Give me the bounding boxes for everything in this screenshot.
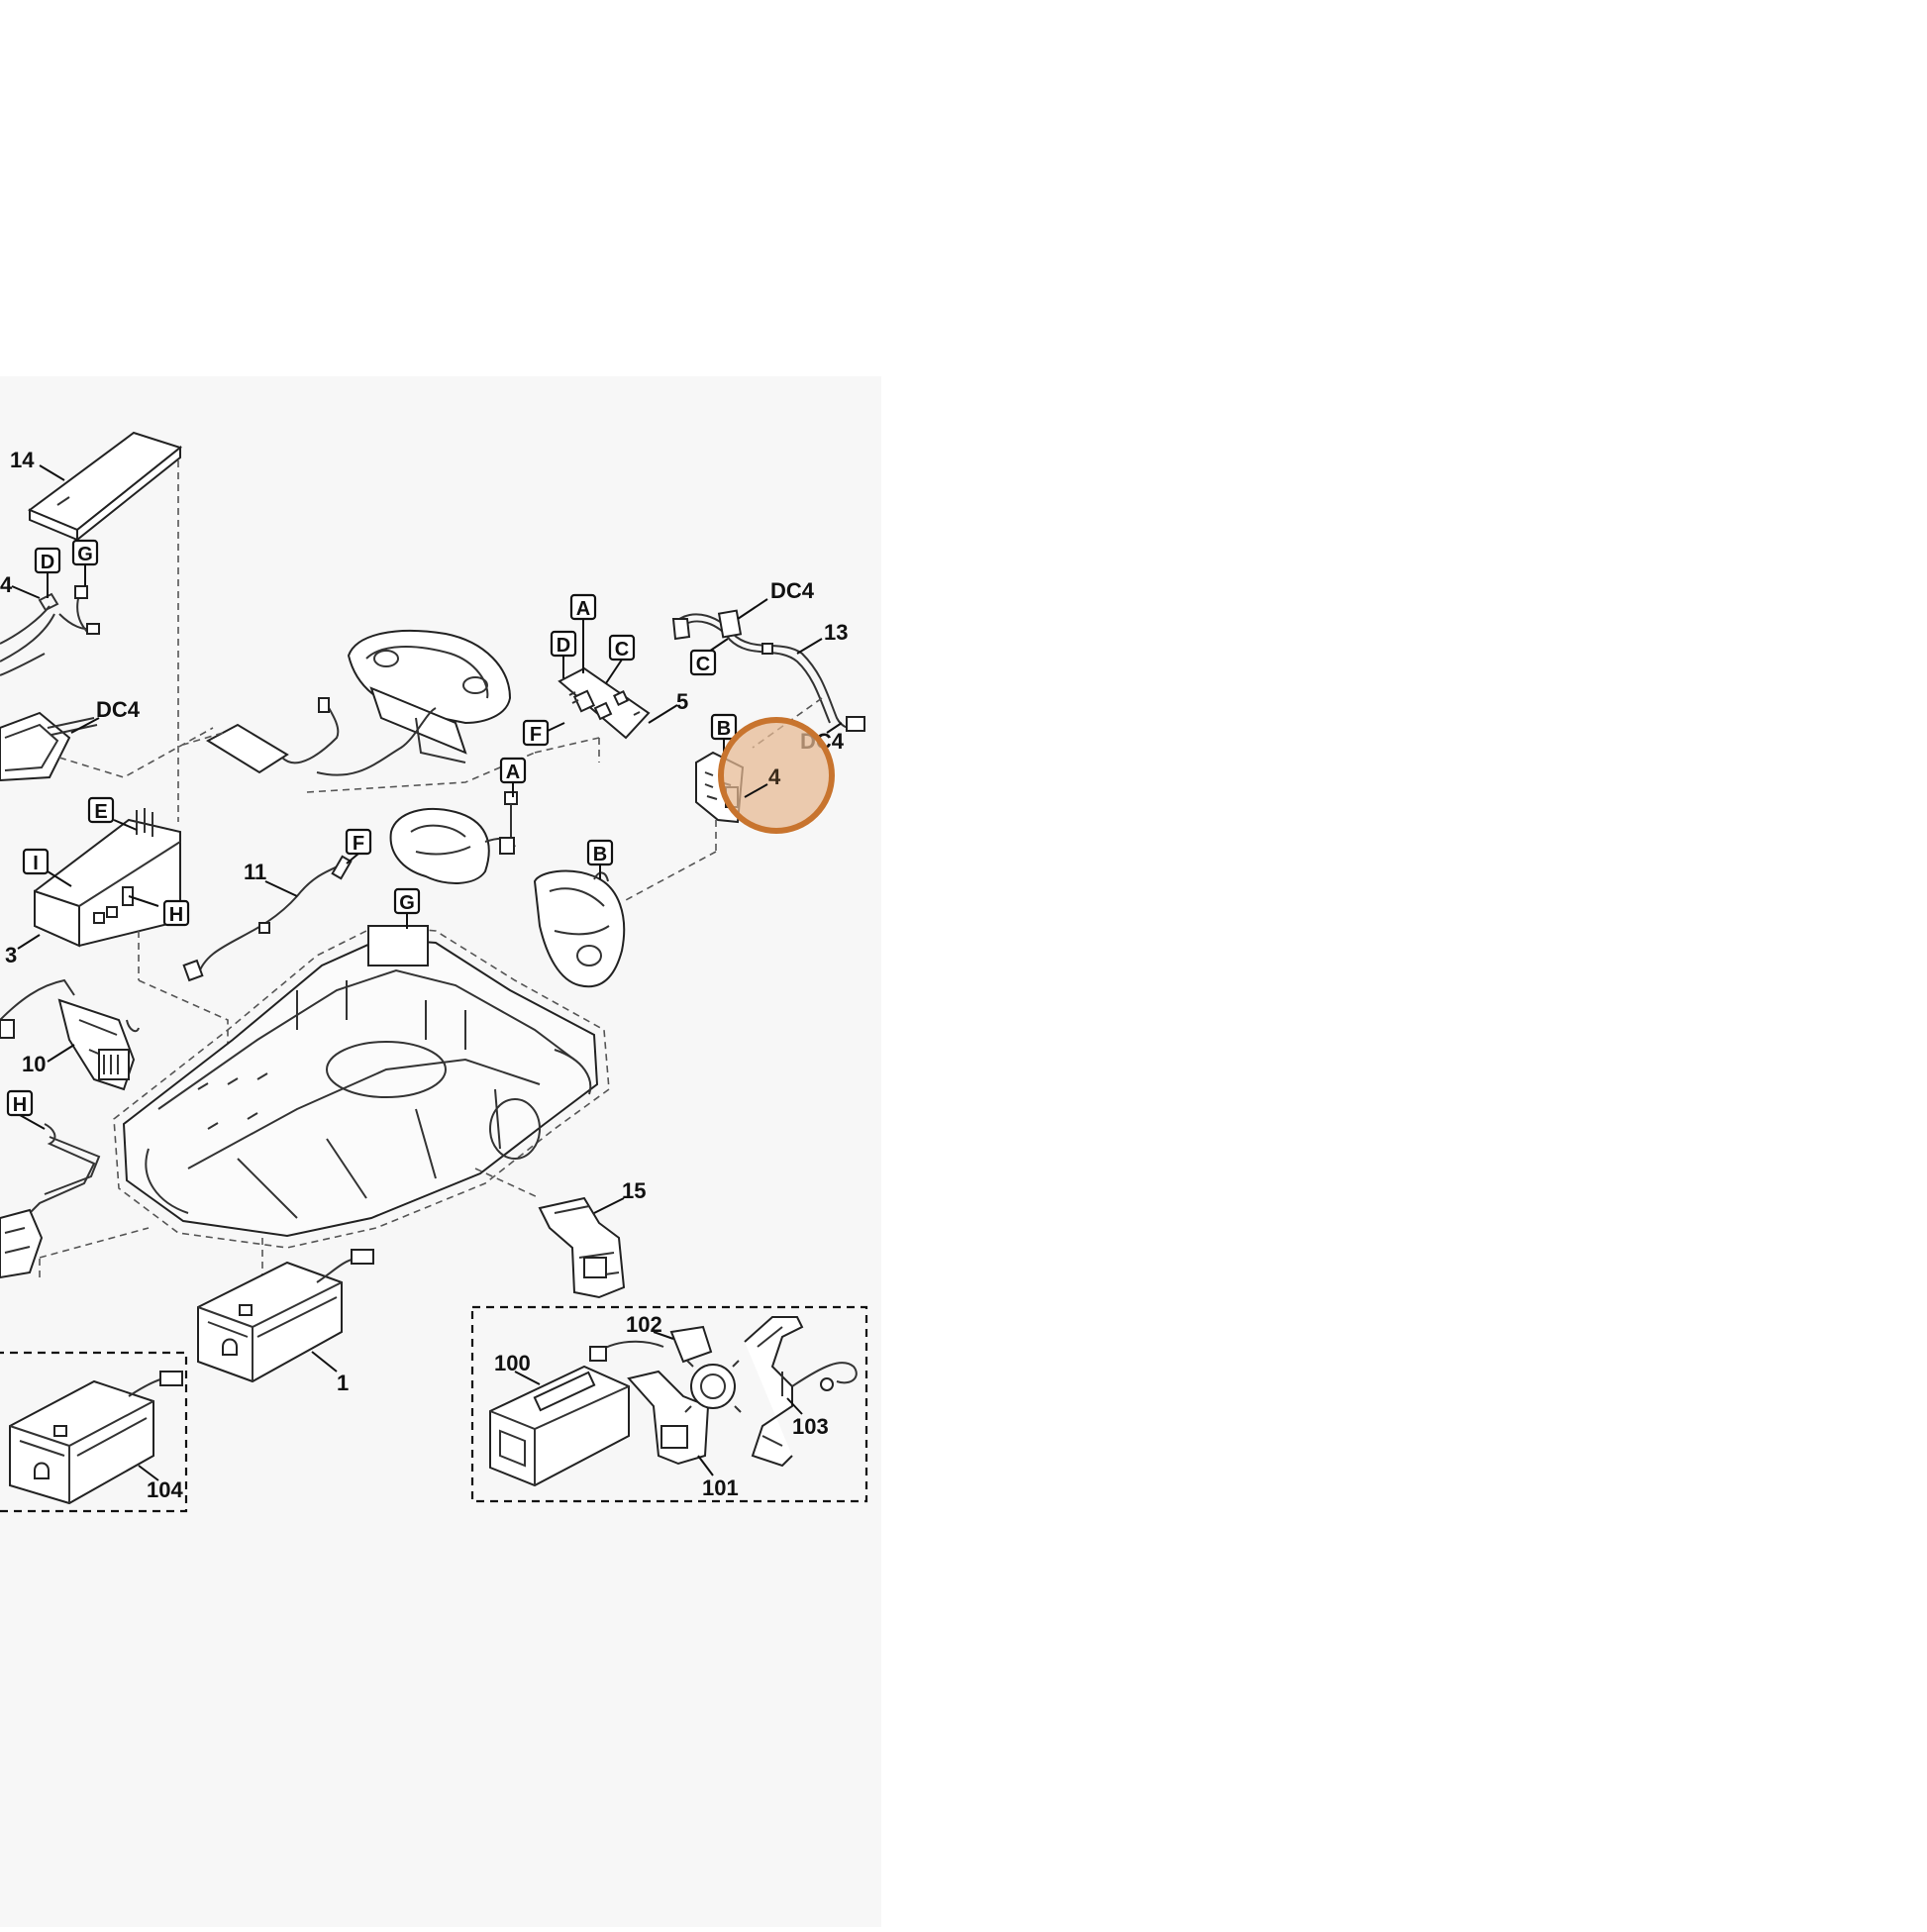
svg-text:B: B — [593, 844, 607, 865]
connector-tag-D-top: D — [550, 630, 577, 658]
callout-103: 103 — [792, 1414, 829, 1439]
svg-text:H: H — [13, 1094, 27, 1116]
part-14-cover — [27, 431, 183, 543]
svg-text:G: G — [77, 544, 93, 565]
svg-text:C: C — [696, 654, 710, 675]
callout-11: 11 — [244, 860, 266, 884]
connector-tag-B-right: B — [710, 713, 738, 741]
connector-tag-G-left: G — [71, 539, 99, 566]
connector-tag-G-mid: G — [393, 887, 421, 915]
connector-tag-C-right: C — [689, 649, 717, 676]
svg-text:F: F — [353, 833, 364, 855]
display-housing — [347, 629, 512, 763]
kit-104-box — [0, 1351, 188, 1513]
callout-15: 15 — [622, 1178, 646, 1203]
callout-14: 14 — [10, 448, 35, 472]
part-15-bracket — [538, 1196, 626, 1299]
part-5-pcb — [558, 666, 651, 740]
connector-tag-I: I — [22, 848, 50, 875]
callout-101: 101 — [702, 1475, 739, 1500]
connector-tag-B-mid: B — [586, 839, 614, 866]
connector-tag-H-left: H — [6, 1089, 34, 1117]
callout-1: 1 — [337, 1371, 349, 1395]
connector-tag-E: E — [87, 796, 115, 824]
callout-13: 13 — [824, 620, 848, 645]
svg-text:B: B — [717, 718, 731, 740]
connector-tag-D-left: D — [34, 547, 61, 574]
callout-dc4-cut: 4 — [0, 572, 13, 597]
leader-lines — [11, 464, 843, 1481]
svg-text:I: I — [33, 853, 39, 874]
part-1-battery — [197, 1249, 374, 1383]
svg-text:H: H — [169, 904, 183, 926]
svg-text:D: D — [557, 635, 570, 657]
guide-4b — [623, 851, 717, 902]
callout-4: 4 — [768, 764, 781, 789]
guide-chassis-left — [39, 1227, 150, 1277]
part-13-cable — [671, 609, 865, 732]
callout-3: 3 — [5, 943, 17, 967]
callout-dc4-left: DC4 — [96, 697, 141, 722]
connector-tag-A-top: A — [569, 593, 597, 621]
svg-text:A: A — [506, 762, 520, 783]
connector-tag-F-mid: F — [345, 828, 372, 856]
callout-102: 102 — [626, 1312, 662, 1337]
part-10-drive — [0, 978, 140, 1091]
connector-tag-A-mid: A — [499, 757, 527, 784]
svg-text:A: A — [576, 598, 590, 620]
svg-text:E: E — [94, 801, 107, 823]
callout-10: 10 — [22, 1052, 46, 1076]
svg-text:D: D — [41, 552, 54, 573]
kit-100-103-box — [470, 1305, 868, 1503]
chassis — [113, 925, 610, 1249]
harness-left-top — [0, 585, 100, 676]
part-11-cable — [182, 855, 353, 982]
callout-100: 100 — [494, 1351, 531, 1375]
callout-104: 104 — [147, 1477, 183, 1502]
motor-right — [533, 869, 626, 988]
svg-text:C: C — [615, 639, 629, 661]
highlight-marker[interactable]: 4 — [718, 717, 835, 834]
display-pcb — [205, 697, 437, 776]
part-3-bracket — [34, 808, 181, 948]
guide-13 — [752, 697, 823, 749]
svg-text:G: G — [399, 892, 415, 914]
callout-5: 5 — [676, 689, 688, 714]
connector-tag-C-top: C — [608, 634, 636, 661]
guide-3b — [138, 979, 229, 1099]
connector-tag-H-mid: H — [162, 899, 190, 927]
harness-left-bottom — [0, 1123, 101, 1279]
callout-dc4-right-top: DC4 — [770, 578, 815, 603]
motor-left — [389, 791, 518, 884]
connector-tag-F-top: F — [522, 719, 550, 747]
guide-display — [182, 732, 600, 793]
svg-text:F: F — [530, 724, 542, 746]
